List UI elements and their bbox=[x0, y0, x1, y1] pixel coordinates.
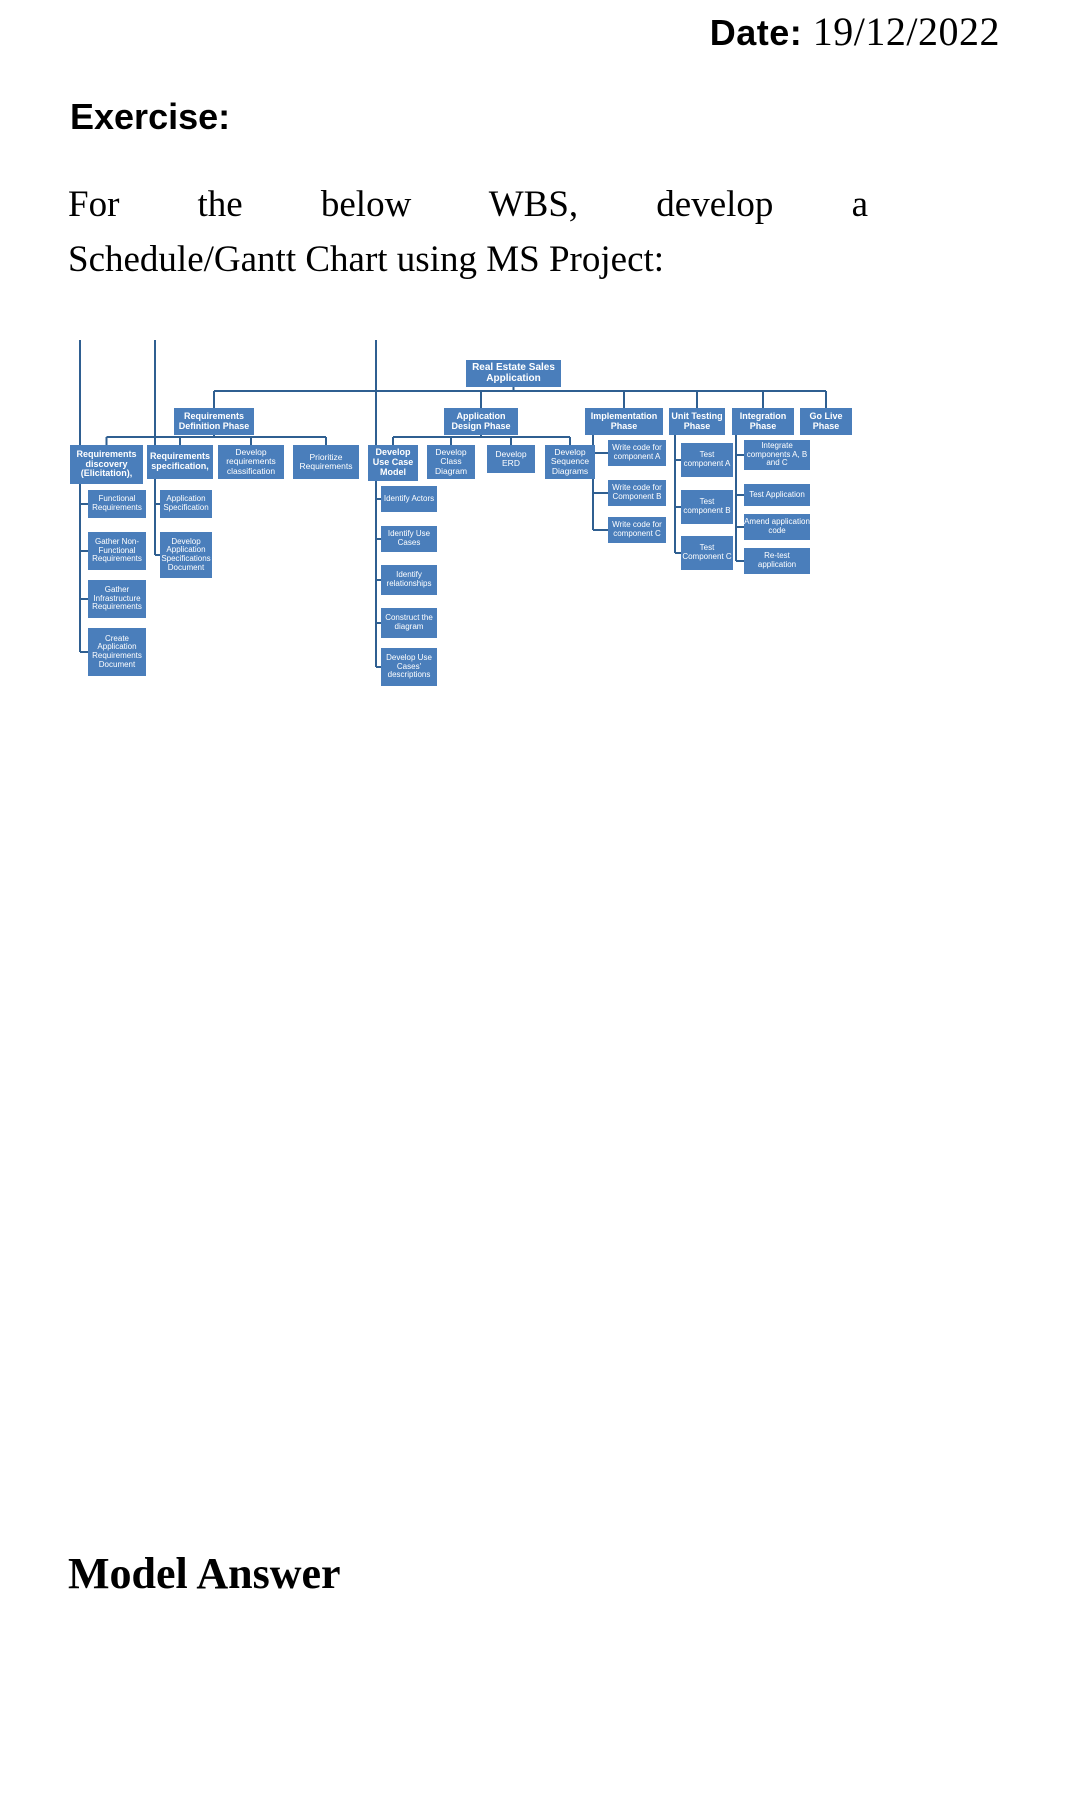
wbs-task-write-code-for-component-b: Write code for Component B bbox=[608, 480, 666, 506]
wbs-task-write-code-for-component-c: Write code for component C bbox=[608, 517, 666, 543]
paragraph-line-2: Schedule/Gantt Chart using MS Project: bbox=[68, 238, 665, 280]
wbs-task-integrate-components-a-b-and-c: Integrate components A, B and C bbox=[744, 440, 810, 470]
wbs-task-develop-use-cases-descriptions: Develop Use Cases' descriptions bbox=[381, 648, 437, 686]
wbs-task-gather-infrastructure-requirements: Gather Infrastructure Requirements bbox=[88, 580, 146, 618]
wbs-phase-implementation-phase: Implementation Phase bbox=[585, 408, 663, 435]
exercise-heading: Exercise: bbox=[70, 96, 231, 137]
wbs-task-create-application-requirements-document: Create Application Requirements Document bbox=[88, 628, 146, 676]
wbs-task-application-specification: Application Specification bbox=[160, 490, 212, 518]
wbs-task-requirements-discovery-elicitation: Requirements discovery (Elicitation), bbox=[70, 445, 143, 484]
wbs-task-functional-requirements: Functional Requirements bbox=[88, 490, 146, 518]
date-value: 19/12/2022 bbox=[812, 9, 1000, 54]
wbs-task-develop-class-diagram: Develop Class Diagram bbox=[427, 445, 475, 479]
wbs-task-develop-application-specifications-docum: Develop Application Specifications Docum… bbox=[160, 532, 212, 578]
wbs-phase-requirements-definition-phase: Requirements Definition Phase bbox=[174, 408, 254, 435]
wbs-task-gather-non-functional-requirements: Gather Non-Functional Requirements bbox=[88, 532, 146, 570]
wbs-task-test-component-c: Test Component C bbox=[681, 536, 733, 570]
exercise-paragraph: For the below WBS, develop a Schedule/Ga… bbox=[68, 178, 868, 288]
wbs-task-develop-erd: Develop ERD bbox=[487, 445, 535, 473]
date-line: Date: 19/12/2022 bbox=[0, 8, 1000, 55]
wbs-task-develop-requirements-classification: Develop requirements classification bbox=[218, 445, 284, 479]
wbs-phase-application-design-phase: Application Design Phase bbox=[444, 408, 518, 435]
paragraph-line-1: For the below WBS, develop a bbox=[68, 184, 868, 225]
model-answer-heading: Model Answer bbox=[68, 1549, 341, 1598]
wbs-task-identify-use-cases: Identify Use Cases bbox=[381, 526, 437, 552]
wbs-task-test-application: Test Application bbox=[744, 484, 810, 506]
wbs-task-develop-use-case-model: Develop Use Case Model bbox=[368, 445, 418, 481]
wbs-task-develop-sequence-diagrams: Develop Sequence Diagrams bbox=[545, 445, 595, 479]
wbs-task-test-component-a: Test component A bbox=[681, 443, 733, 477]
date-label: Date: bbox=[709, 12, 803, 53]
wbs-task-identify-relationships: Identify relationships bbox=[381, 565, 437, 595]
wbs-connectors bbox=[79, 340, 827, 668]
wbs-phase-integration-phase: Integration Phase bbox=[732, 408, 794, 435]
wbs-task-test-component-b: Test component B bbox=[681, 490, 733, 524]
wbs-task-prioritize-requirements: Prioritize Requirements bbox=[293, 445, 359, 479]
wbs-task-amend-application-code: Amend application code bbox=[744, 514, 810, 540]
wbs-root-real-estate-sales-application: Real Estate Sales Application bbox=[466, 360, 561, 387]
wbs-task-re-test-application: Re-test application bbox=[744, 548, 810, 574]
wbs-task-write-code-for-component-a: Write code for component A bbox=[608, 440, 666, 466]
wbs-phase-go-live-phase: Go Live Phase bbox=[800, 408, 852, 435]
wbs-task-identify-actors: Identify Actors bbox=[381, 486, 437, 512]
wbs-task-requirements-specification: Requirements specification, bbox=[147, 445, 213, 479]
wbs-phase-unit-testing-phase: Unit Testing Phase bbox=[669, 408, 725, 435]
wbs-task-construct-the-diagram: Construct the diagram bbox=[381, 608, 437, 638]
